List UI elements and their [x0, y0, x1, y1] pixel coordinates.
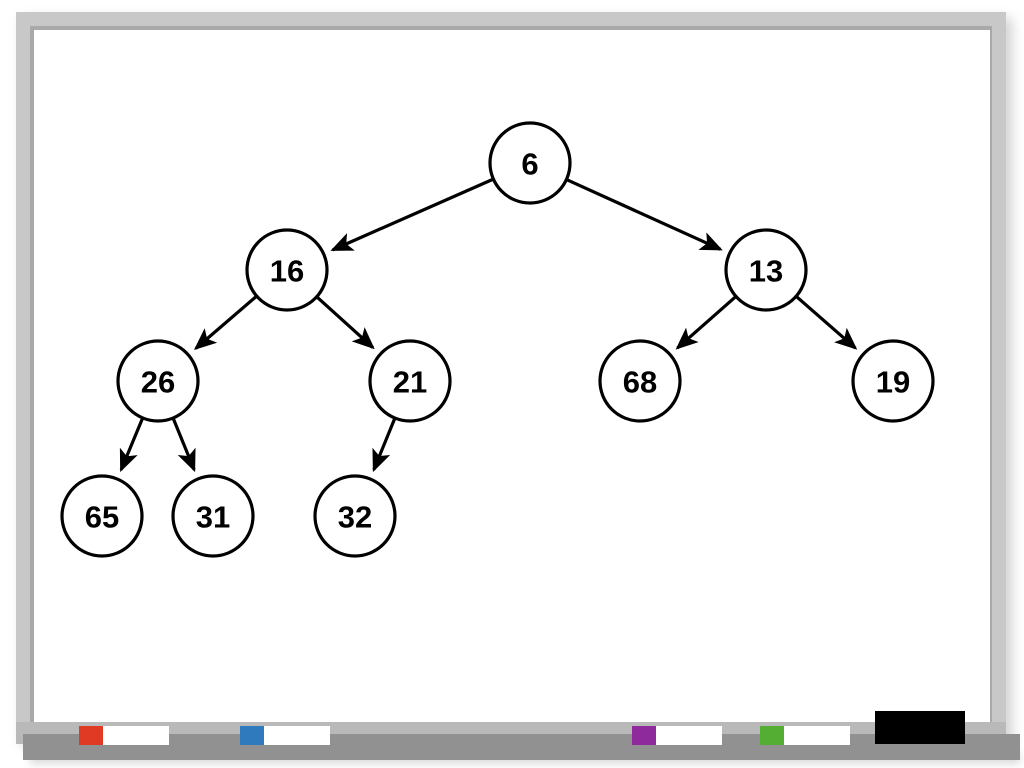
purple-marker[interactable] — [632, 726, 722, 745]
purple-marker-cap — [632, 726, 656, 745]
tree-edge-21-to-32 — [372, 418, 397, 473]
tree-node-26[interactable]: 26 — [116, 339, 200, 423]
tree-edges — [119, 178, 858, 473]
tree-node-21[interactable]: 21 — [368, 339, 452, 423]
purple-marker-body — [656, 726, 722, 745]
tree-node-label-32: 32 — [338, 500, 372, 535]
tree-node-circle-19 — [851, 339, 935, 423]
tree-node-circle-65 — [60, 474, 144, 558]
tree-node-65[interactable]: 65 — [60, 474, 144, 558]
green-marker-cap — [760, 726, 784, 745]
tree-node-label-6: 6 — [521, 147, 538, 182]
tree-node-label-68: 68 — [623, 365, 657, 400]
tree-node-13[interactable]: 13 — [724, 228, 808, 312]
tree-node-label-13: 13 — [749, 254, 783, 289]
tree-node-label-26: 26 — [141, 365, 175, 400]
blue-marker-cap — [240, 726, 264, 745]
tree-node-circle-68 — [598, 339, 682, 423]
tree-node-circle-13 — [724, 228, 808, 312]
tree-node-circle-6 — [488, 121, 572, 205]
tree-edge-13-to-68 — [675, 295, 737, 350]
tree-node-circle-16 — [245, 228, 329, 312]
tree-node-label-19: 19 — [876, 365, 910, 400]
tree-node-circle-21 — [368, 339, 452, 423]
green-marker-body — [784, 726, 850, 745]
tree-edge-26-to-31 — [171, 418, 196, 473]
red-marker[interactable] — [79, 726, 169, 745]
tree-node-label-21: 21 — [393, 365, 427, 400]
marker-tray-ledge — [23, 734, 1020, 760]
tree-edge-6-to-13 — [566, 178, 723, 251]
tree-node-68[interactable]: 68 — [598, 339, 682, 423]
tree-edge-6-to-16 — [330, 178, 494, 252]
red-marker-cap — [79, 726, 103, 745]
red-marker-body — [103, 726, 169, 745]
tree-edge-26-to-65 — [119, 418, 144, 473]
tree-node-32[interactable]: 32 — [313, 474, 397, 558]
tree-node-circle-31 — [171, 474, 255, 558]
eraser[interactable] — [875, 711, 965, 744]
binary-tree-diagram: 6 16 13 26 21 68 19 65 31 32 — [60, 121, 935, 558]
tree-node-6[interactable]: 6 — [488, 121, 572, 205]
tree-node-16[interactable]: 16 — [245, 228, 329, 312]
tree-node-19[interactable]: 19 — [851, 339, 935, 423]
tree-nodes: 6 16 13 26 21 68 19 65 31 32 — [60, 121, 935, 558]
blue-marker-body — [264, 726, 330, 745]
tree-node-circle-32 — [313, 474, 397, 558]
tree-node-31[interactable]: 31 — [171, 474, 255, 558]
tree-node-circle-26 — [116, 339, 200, 423]
tree-edge-13-to-19 — [795, 295, 858, 350]
tree-edge-16-to-26 — [193, 295, 257, 351]
tree-node-label-31: 31 — [196, 500, 230, 535]
tree-edge-16-to-21 — [316, 296, 375, 350]
tree-node-label-16: 16 — [270, 254, 304, 289]
green-marker[interactable] — [760, 726, 850, 745]
tree-node-label-65: 65 — [85, 500, 119, 535]
blue-marker[interactable] — [240, 726, 330, 745]
